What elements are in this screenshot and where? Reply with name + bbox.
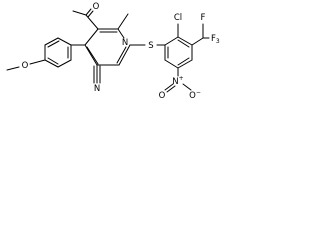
nitro-nitrogen-label: N+ xyxy=(172,75,183,87)
bond xyxy=(164,59,179,69)
bond xyxy=(116,46,127,64)
bond xyxy=(191,37,204,46)
bond xyxy=(166,85,176,93)
acetyl-oxygen-label: O xyxy=(93,2,100,12)
bond xyxy=(84,28,99,46)
nitro-oxygen-single-label: O− xyxy=(189,89,201,101)
nitro-oxygen-double-label: O xyxy=(159,91,166,101)
thioether-sulfur-label: S xyxy=(148,41,153,51)
trifluoromethyl-subscript: 3 xyxy=(216,38,220,45)
bond xyxy=(164,83,174,91)
nitro-oxygen-symbol: O xyxy=(189,91,196,101)
bond xyxy=(118,44,131,66)
bond xyxy=(47,40,60,48)
bond xyxy=(182,83,192,91)
bond xyxy=(117,28,125,39)
ring-nitrogen-label: N xyxy=(122,38,128,48)
bond xyxy=(177,57,190,66)
methoxy-oxygen-label: O xyxy=(22,61,29,71)
bonds xyxy=(6,8,210,93)
chemical-structure-diagram: N O O N S Cl F F3 N+ O O− xyxy=(6,2,220,101)
bond xyxy=(29,59,46,65)
trifluoromethyl-fluorine-top-label: F xyxy=(201,13,206,23)
bond xyxy=(6,66,20,71)
bond xyxy=(86,46,99,65)
bond xyxy=(177,39,190,48)
bond xyxy=(177,59,193,69)
chlorine-label: Cl xyxy=(174,13,182,23)
nitro-oxygen-charge: − xyxy=(196,89,201,96)
bond xyxy=(177,36,193,46)
bond xyxy=(57,37,72,46)
bond xyxy=(44,59,59,68)
nitro-nitrogen-symbol: N xyxy=(172,77,178,87)
bond xyxy=(47,57,59,65)
nitro-nitrogen-charge: + xyxy=(179,75,184,82)
bond xyxy=(117,13,129,30)
bond xyxy=(84,44,98,66)
trifluoromethyl-fluorine-symbol: F xyxy=(211,34,216,44)
bond xyxy=(72,10,87,16)
nitrile-nitrogen-label: N xyxy=(94,84,100,94)
bond xyxy=(87,10,94,18)
atom-labels: N O O N S Cl F F3 N+ O O− xyxy=(22,2,220,101)
bond xyxy=(85,8,92,16)
bond xyxy=(164,36,179,46)
bond xyxy=(57,59,72,68)
bond xyxy=(44,37,59,46)
trifluoromethyl-fluorine-side-label: F3 xyxy=(211,34,220,45)
